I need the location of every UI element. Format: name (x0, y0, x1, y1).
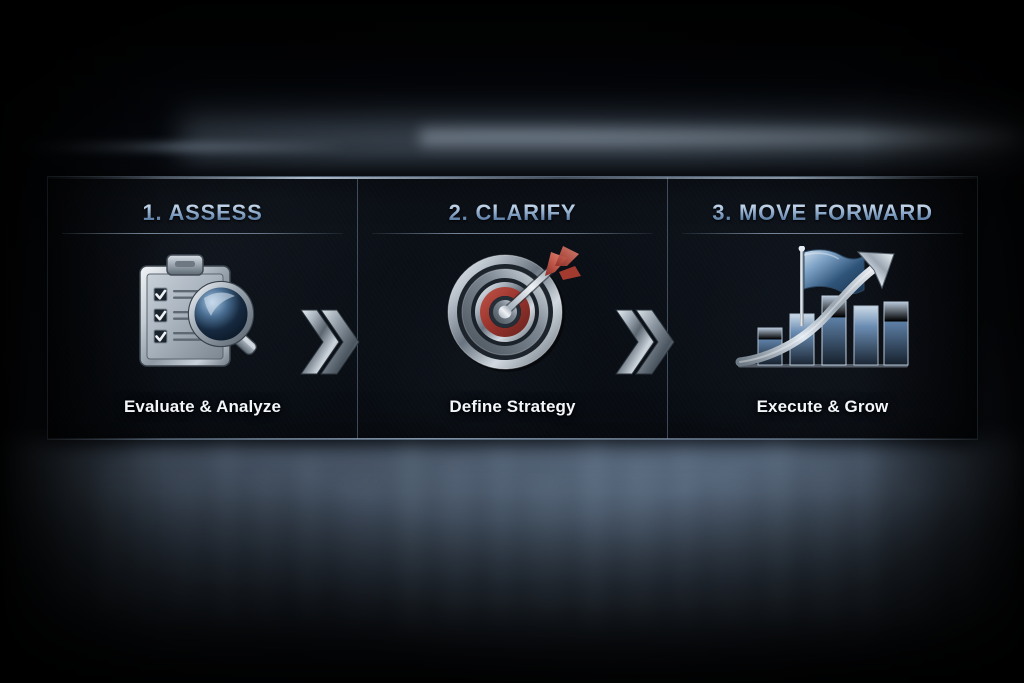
target-bullseye-arrow-icon (433, 242, 593, 382)
step-title-3: 3. MOVE FORWARD (712, 200, 933, 225)
step-icon-3-wrap (668, 226, 977, 397)
step-title-1: 1. ASSESS (142, 200, 263, 225)
background-city-skyline (0, 430, 1024, 683)
clipboard-checklist-magnifier-icon (128, 248, 278, 376)
step-subtitle-2: Define Strategy (449, 397, 576, 416)
step-subtitle-3: Execute & Grow (756, 397, 889, 416)
step-panel-2[interactable]: 2. CLARIFY (357, 177, 667, 439)
title-divider-1 (62, 233, 343, 234)
step-icon-1-wrap (48, 226, 357, 397)
background-light-streak (420, 124, 1024, 150)
title-divider-2 (372, 233, 653, 234)
step-panel-3[interactable]: 3. MOVE FORWARD (667, 177, 977, 439)
process-frame: 1. ASSESS (47, 176, 978, 440)
growth-bar-chart-flag-arrow-icon (734, 245, 912, 378)
step-title-2: 2. CLARIFY (448, 200, 577, 225)
step-subtitle-1: Evaluate & Analyze (123, 397, 282, 416)
step-icon-2-wrap (358, 226, 667, 397)
background-left-streak (10, 142, 350, 152)
step-panel-1[interactable]: 1. ASSESS (48, 177, 357, 439)
title-divider-3 (682, 233, 963, 234)
